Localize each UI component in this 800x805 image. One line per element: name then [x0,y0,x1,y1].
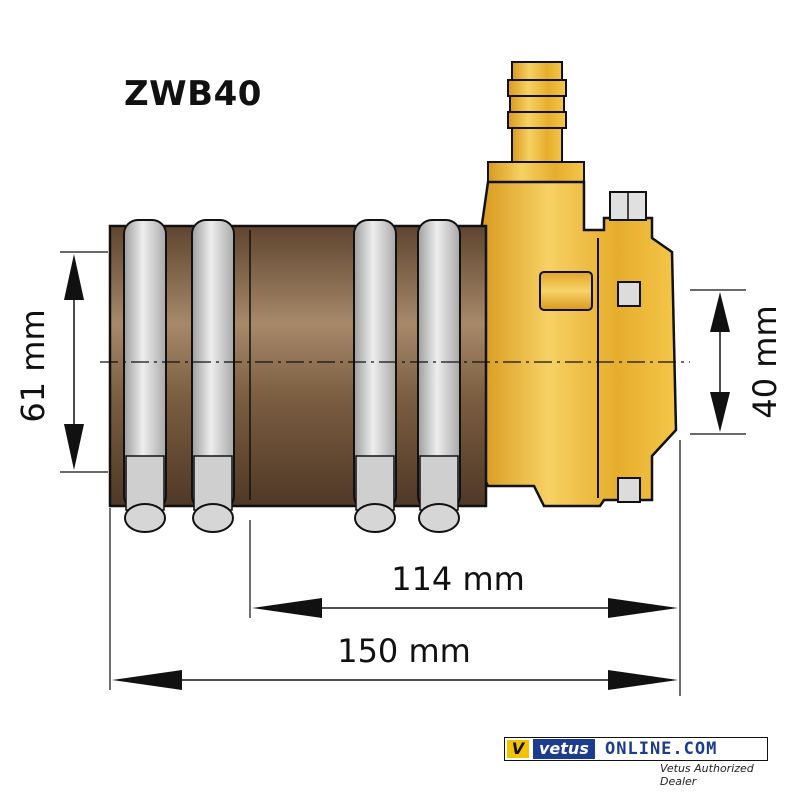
pump-head [478,180,678,508]
vetus-online-logo: V vetus ONLINE.COM Vetus Authorized Deal… [504,737,770,788]
dimension-150mm [109,508,678,690]
label-114mm: 114 mm [391,560,525,598]
clamp-2 [191,219,235,533]
logo-badge: V [507,740,529,758]
clamp-4 [417,219,461,533]
logo-site: ONLINE.COM [605,739,718,759]
clamp-3 [353,219,397,533]
dimension-61mm [60,251,108,473]
clamp-1 [123,219,167,533]
label-150mm: 150 mm [337,632,471,670]
logo-brand: vetus [533,739,595,759]
logo-frame: V vetus ONLINE.COM [504,737,768,761]
label-40mm: 40 mm [746,305,784,418]
dimension-114mm [249,440,681,696]
model-title: ZWB40 [124,74,262,114]
label-61mm: 61 mm [14,309,52,422]
hose-barb [487,61,585,183]
dimension-40mm [690,289,746,435]
logo-tagline: Vetus Authorized Dealer [660,762,754,788]
hose-clamps [123,219,461,533]
